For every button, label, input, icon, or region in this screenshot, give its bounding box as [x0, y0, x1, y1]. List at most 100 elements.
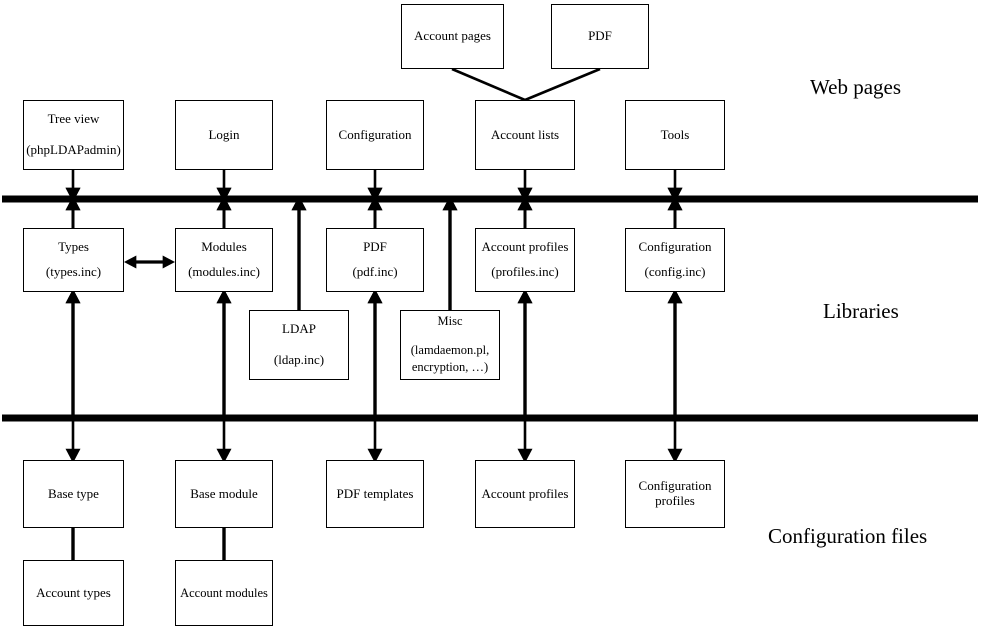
node-configuration-web[interactable]: Configuration [326, 100, 424, 170]
edge-pdf-top-to-account-lists [524, 67, 601, 102]
arrowhead-up [442, 196, 458, 211]
node-label: Account modules [180, 585, 268, 600]
node-account-modules[interactable]: Account modules [175, 560, 273, 626]
node-login[interactable]: Login [175, 100, 273, 170]
arrowhead-up [367, 196, 383, 211]
node-configuration-lib[interactable]: Configuration (config.inc) [625, 228, 725, 292]
edge-configuration-profiles-up [667, 289, 683, 418]
node-label: Base type [48, 485, 99, 501]
arrowhead-left [124, 255, 137, 269]
arrowhead-up [216, 196, 232, 211]
node-misc-lib[interactable]: Misc (lamdaemon.pl, encryption, …) [400, 310, 500, 380]
arrowhead-up [291, 196, 307, 211]
node-tree-view[interactable]: Tree view (phpLDAPadmin) [23, 100, 124, 170]
node-label: Tools [660, 126, 690, 142]
edge-line [524, 67, 601, 102]
arrowhead-up [517, 196, 533, 211]
edge-line [451, 67, 526, 102]
node-label: Modules [201, 239, 247, 255]
band-label-configuration-files: Configuration files [768, 524, 928, 548]
band-label-libraries: Libraries [823, 299, 899, 323]
arrowhead-down [65, 187, 81, 202]
node-label: Types [58, 239, 89, 255]
node-label: Tree view [47, 111, 100, 127]
edge-tree-view-down [65, 170, 81, 202]
node-account-pages[interactable]: Account pages [401, 4, 504, 69]
edge-account-profiles-up-to-bar [517, 196, 533, 228]
edge-base-module-up-to-modules [216, 289, 232, 418]
node-label: Base module [190, 485, 258, 501]
node-sublabel: profiles [655, 493, 695, 508]
arrowhead-up [367, 196, 383, 211]
arrowhead-down [367, 187, 383, 202]
arrowhead-right [162, 255, 175, 269]
node-sublabel: (phpLDAPadmin) [26, 142, 121, 157]
edge-account-lists-down [517, 170, 533, 202]
edge-bar-down-to-configuration-profiles [667, 418, 683, 463]
band-label-web-pages: Web pages [810, 75, 902, 99]
edge-bar-down-to-base-module [216, 418, 232, 463]
node-base-module[interactable]: Base module [175, 460, 273, 528]
edge-pdf-lib-up-to-bar [367, 196, 383, 228]
arrowhead-up [667, 196, 683, 211]
node-ldap-lib[interactable]: LDAP (ldap.inc) [249, 310, 349, 380]
node-tools[interactable]: Tools [625, 100, 725, 170]
arrowhead-down [517, 187, 533, 202]
arrowhead-up [216, 196, 232, 211]
node-account-lists[interactable]: Account lists [475, 100, 575, 170]
edge-ldap-up-to-bar [291, 196, 307, 310]
node-label: LDAP [282, 321, 316, 337]
edge-account-pages-to-account-lists [451, 67, 526, 102]
edge-types-up-to-bar [65, 196, 81, 228]
arrowhead-up [65, 196, 81, 211]
edge-types-bidirectional-modules [124, 255, 175, 269]
arrowhead-up [667, 196, 683, 211]
edge-bar-down-to-account-profiles-file [517, 418, 533, 463]
edge-login-down [216, 170, 232, 202]
node-modules[interactable]: Modules (modules.inc) [175, 228, 273, 292]
edge-configuration-lib-up-to-bar [667, 196, 683, 228]
edge-misc-up-to-bar [442, 196, 458, 310]
node-label: Account profiles [481, 239, 569, 255]
node-label: Configuration [338, 126, 412, 142]
node-pdf-templates[interactable]: PDF templates [326, 460, 424, 528]
arrowhead-up [291, 196, 307, 211]
node-types[interactable]: Types (types.inc) [23, 228, 124, 292]
node-sublabel: (lamdaemon.pl, encryption, …) [410, 342, 490, 374]
node-label: Account lists [490, 126, 560, 142]
node-configuration-profiles[interactable]: Configuration profiles [625, 460, 725, 528]
node-label: Account types [36, 584, 111, 600]
node-sublabel: (types.inc) [45, 264, 102, 279]
arrowhead-up [442, 196, 458, 211]
node-label: PDF [363, 239, 387, 255]
node-label: Misc [437, 314, 463, 328]
node-sublabel: (profiles.inc) [491, 264, 559, 279]
node-label: PDF templates [336, 485, 414, 501]
arrowhead-down [65, 187, 81, 202]
arrowhead-down [216, 187, 232, 202]
edge-bar-down-to-base-type [65, 418, 81, 463]
node-pdf-lib[interactable]: PDF (pdf.inc) [326, 228, 424, 292]
arrowhead-down [667, 187, 683, 202]
node-sublabel: (config.inc) [644, 264, 706, 279]
node-label: Configuration [638, 239, 712, 255]
node-label: Account profiles [481, 485, 569, 501]
node-label: Login [208, 126, 240, 142]
arrowhead-down [517, 187, 533, 202]
node-account-profiles-file[interactable]: Account profiles [475, 460, 575, 528]
node-account-profiles-lib[interactable]: Account profiles (profiles.inc) [475, 228, 575, 292]
edge-configuration-web-down [367, 170, 383, 202]
node-sublabel: (pdf.inc) [352, 264, 398, 279]
edge-bar-down-to-pdf-templates [367, 418, 383, 463]
arrowhead-up [65, 196, 81, 211]
edge-pdf-templates-up-to-pdf-lib [367, 289, 383, 418]
arrowhead-down [216, 187, 232, 202]
node-label: Account pages [414, 28, 491, 44]
edge-base-type-up-to-types [65, 289, 81, 418]
node-label: Configuration [638, 478, 712, 494]
node-pdf-top[interactable]: PDF [551, 4, 649, 69]
edge-modules-up-to-bar [216, 196, 232, 228]
node-account-types[interactable]: Account types [23, 560, 124, 626]
node-base-type[interactable]: Base type [23, 460, 124, 528]
